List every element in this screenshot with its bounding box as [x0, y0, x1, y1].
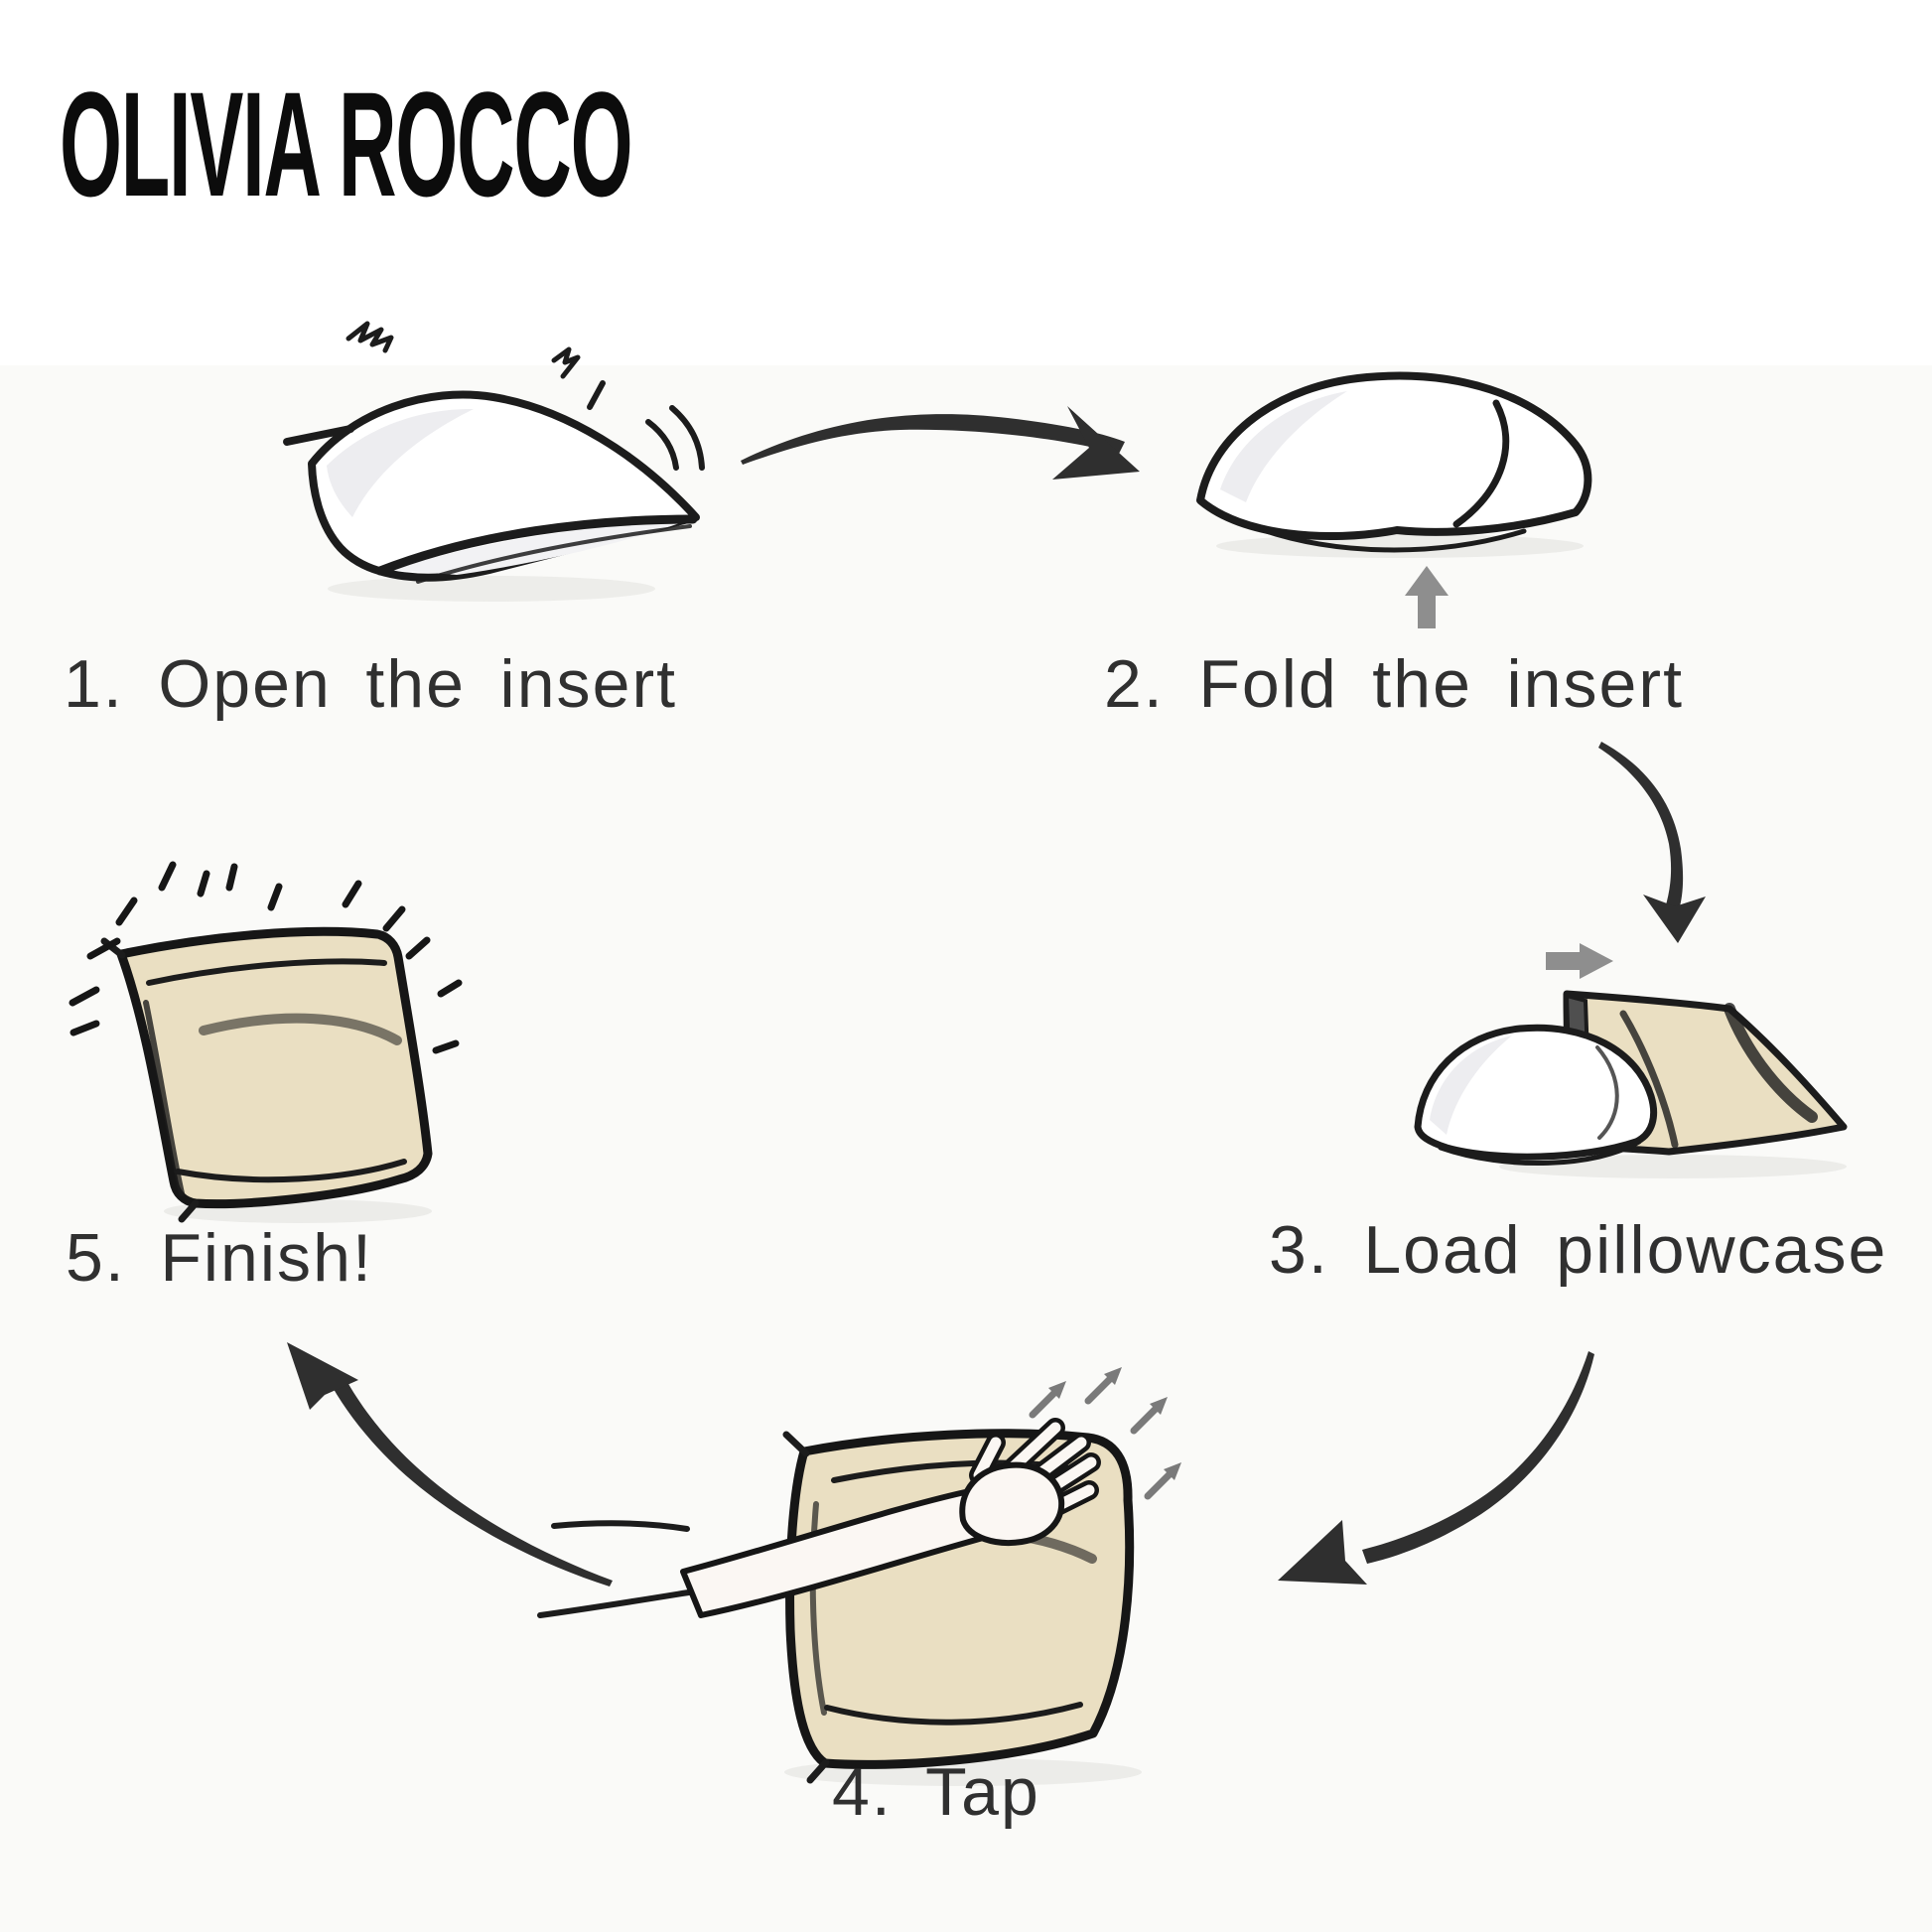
- speed-line: [551, 1520, 690, 1532]
- step-3-illustration-load-pillowcase: [1414, 943, 1848, 1178]
- fluff-dash: [283, 425, 354, 446]
- pillowcase-fold-shade: [1724, 1003, 1818, 1123]
- flow-arrow-4-5: [287, 1342, 613, 1587]
- flow-arrow-1-2: [741, 406, 1140, 480]
- pillow-shading: [392, 521, 685, 575]
- arrowhead: [1643, 895, 1706, 943]
- pillow-lip-line: [416, 524, 692, 584]
- step-4-illustration-tap: [537, 1367, 1181, 1786]
- corner-tip: [178, 1199, 200, 1223]
- arrowhead: [1278, 1520, 1367, 1585]
- fluff-scribble: [345, 321, 394, 353]
- arrow-curve: [1598, 742, 1684, 913]
- arrowhead: [287, 1342, 358, 1410]
- pillow-shading: [327, 408, 474, 517]
- right-arrow-icon: [1546, 943, 1613, 979]
- pillow-opening-seam: [375, 514, 698, 576]
- shake-motion-arc: [669, 405, 705, 471]
- fluff-spark: [551, 346, 581, 379]
- pillow-crease: [146, 958, 387, 986]
- step-1-illustration-open-insert: [283, 321, 705, 602]
- step-1-label: 1. Open the insert: [64, 646, 678, 722]
- flow-arrow-2-3: [1598, 742, 1706, 943]
- step-2-label: 2. Fold the insert: [1104, 646, 1685, 722]
- arrow-curve: [1362, 1351, 1594, 1564]
- pillow-shading: [1220, 391, 1347, 502]
- beige-pillow-outline: [785, 1429, 1135, 1769]
- pillow-shadow: [328, 576, 655, 602]
- corner-tip: [782, 1431, 810, 1457]
- step-5-label: 5. Finish!: [66, 1220, 373, 1296]
- pillow-shadow: [1216, 534, 1584, 558]
- up-arrow-icon: [1405, 566, 1449, 628]
- step-4-label: 4. Tap: [832, 1754, 1040, 1830]
- pillow-crease: [824, 1702, 1083, 1725]
- beige-pillow-outline: [116, 926, 433, 1209]
- step-5-illustration-finished-pillow: [69, 861, 463, 1223]
- flow-arrow-3-4: [1278, 1351, 1594, 1585]
- tap-motion-arrows: [1029, 1367, 1181, 1500]
- arrowhead: [1052, 406, 1140, 480]
- pillowcase-crease: [1619, 1010, 1679, 1149]
- sparkle-dashes: [69, 861, 463, 1054]
- fluff-dash: [587, 380, 606, 410]
- pillow-soft-fold: [199, 1013, 402, 1045]
- pillow-crease: [175, 1159, 407, 1183]
- bottom-lip-line: [1249, 523, 1527, 553]
- arrow-curve: [741, 414, 1125, 465]
- pillow-crease: [809, 1501, 827, 1716]
- hand-palm: [959, 1461, 1065, 1546]
- step-3-label: 3. Load pillowcase: [1269, 1212, 1888, 1288]
- insert-shading: [1430, 1035, 1512, 1135]
- pillow-crease: [143, 1000, 185, 1196]
- insert-fold-crease: [1595, 1045, 1619, 1140]
- step-2-illustration-folded-insert: [1196, 371, 1592, 628]
- shake-motion-arc: [645, 419, 679, 471]
- corner-tip: [806, 1758, 830, 1784]
- fold-crease: [1452, 399, 1510, 528]
- brand-logo: OLIVIA ROCCO: [60, 61, 633, 227]
- arrow-curve: [330, 1375, 613, 1587]
- insert-lip-line: [1438, 1139, 1642, 1167]
